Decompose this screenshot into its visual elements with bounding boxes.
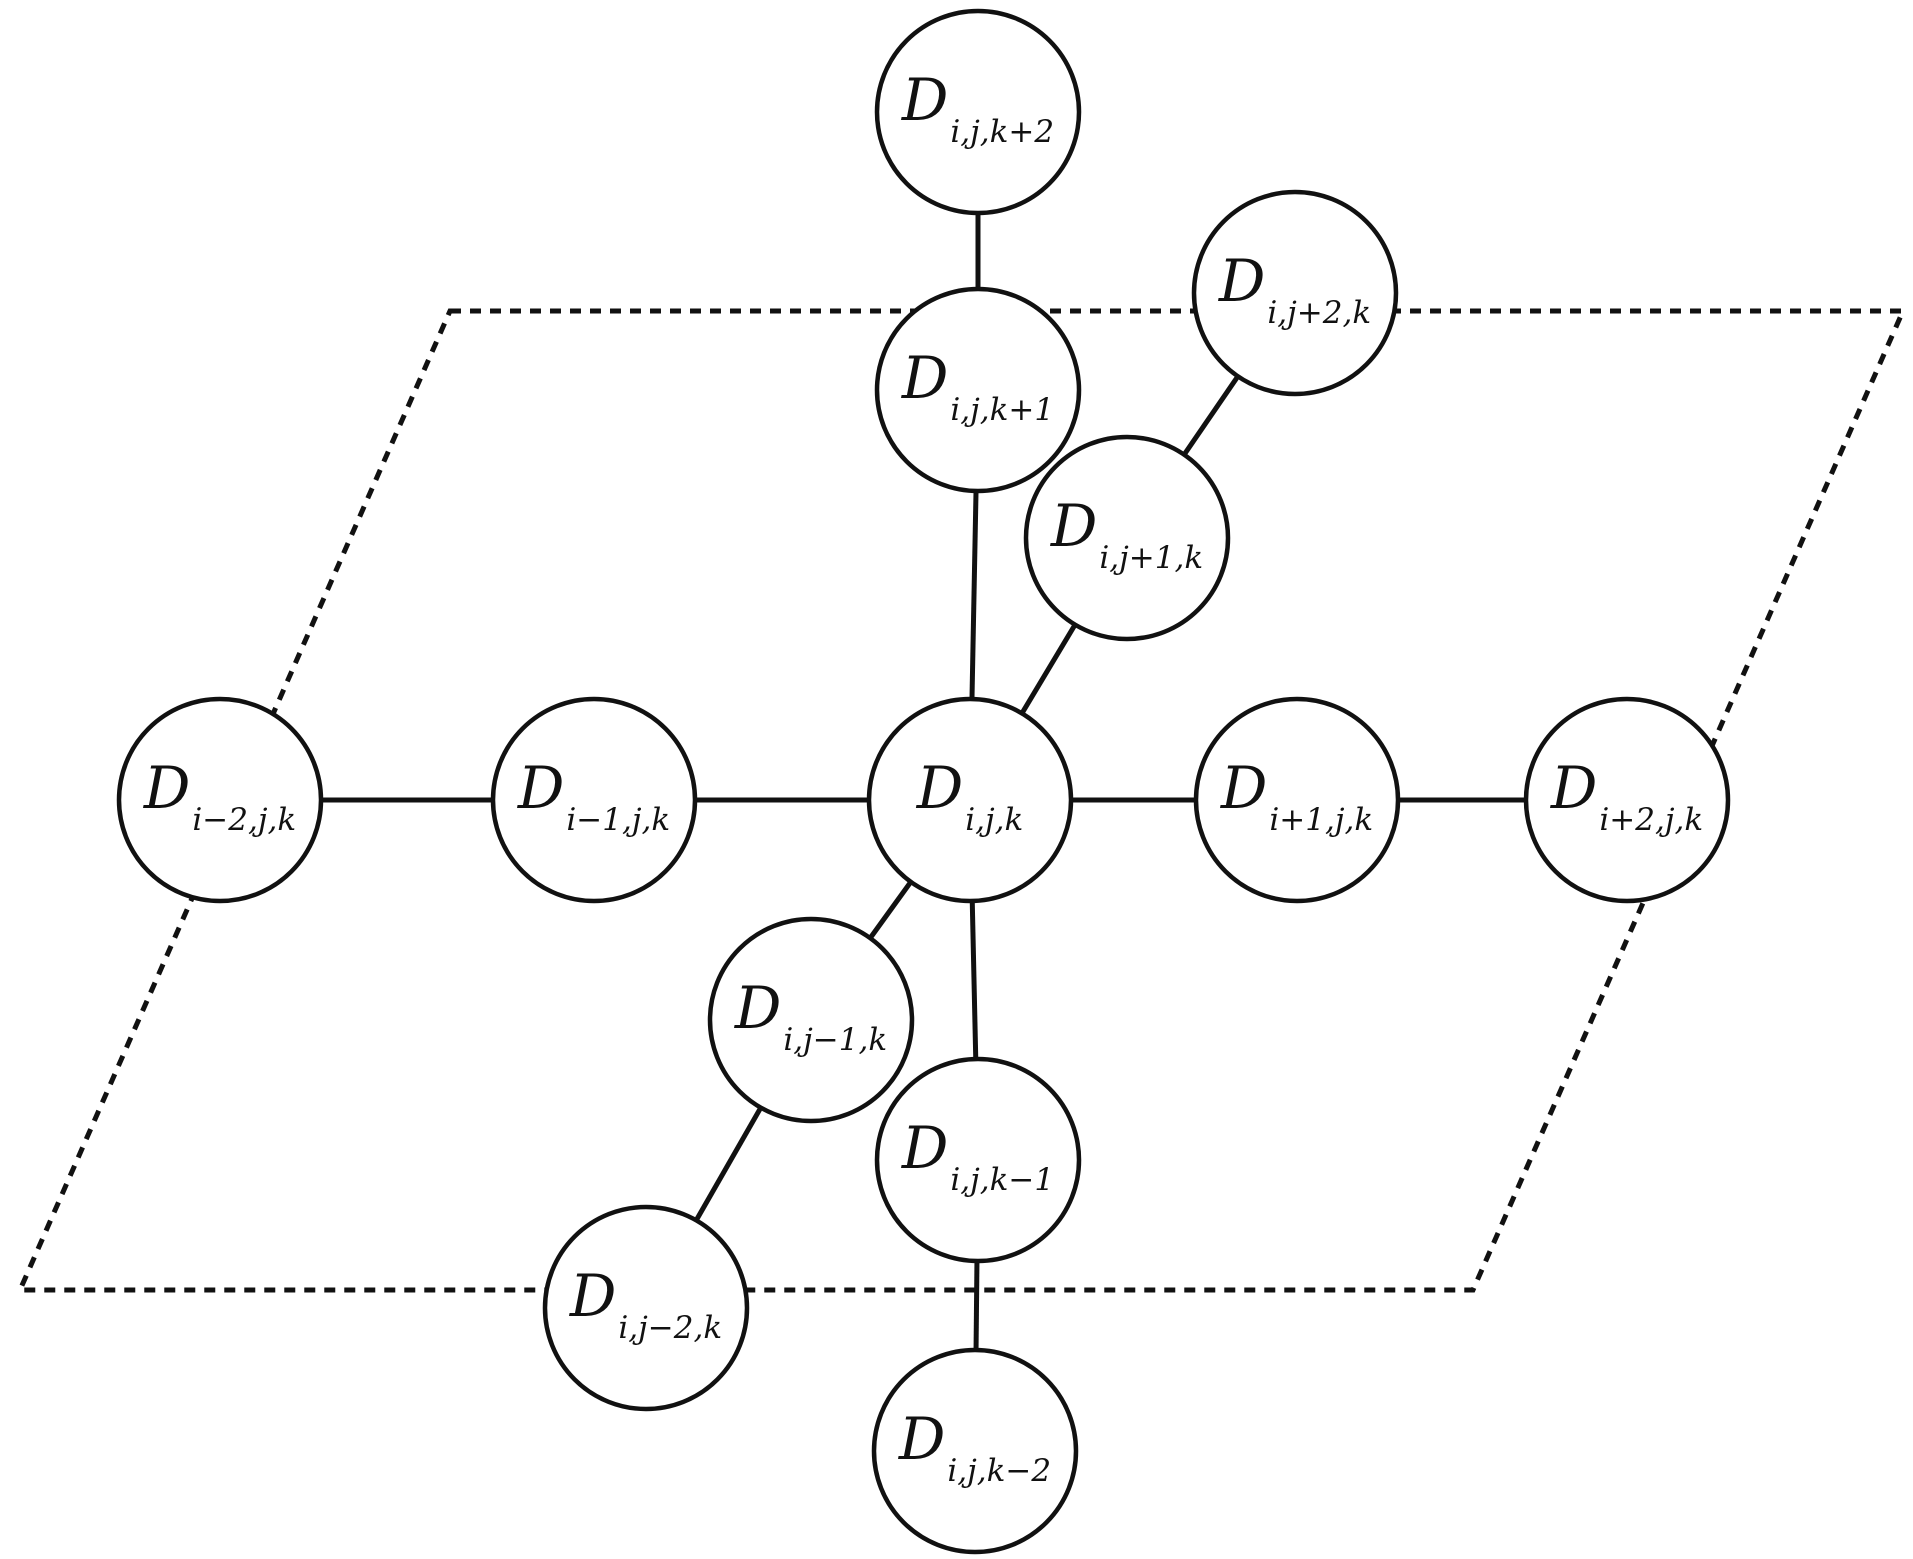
node-label-subscript: i,j−2,k [618, 1310, 722, 1346]
node-label: Di,j−1,k [734, 974, 887, 1058]
node-label-symbol: D [1220, 754, 1268, 822]
node-label-subscript: i+2,j,k [1599, 802, 1703, 838]
node-label: Di,j,k−2 [898, 1405, 1051, 1489]
node-circle [866, 696, 1074, 904]
node-label: Di+2,j,k [1550, 754, 1703, 838]
node-n_c: Di,j,k [866, 696, 1074, 904]
node-label-symbol: D [143, 754, 191, 822]
node-circle [490, 696, 698, 904]
node-label-subscript: i+1,j,k [1269, 802, 1373, 838]
node-label-symbol: D [901, 1114, 949, 1182]
node-label: Di+1,j,k [1220, 754, 1373, 838]
node-label-subscript: i,j,k+1 [950, 392, 1054, 428]
node-label-subscript: i,j+1,k [1099, 540, 1203, 576]
node-n_km1: Di,j,k−1 [874, 1056, 1082, 1264]
node-circle [542, 1204, 750, 1412]
node-label: Di,j,k+2 [901, 66, 1054, 150]
node-label: Di,j,k+1 [901, 344, 1054, 428]
node-circle [874, 286, 1082, 494]
node-label: Di−2,j,k [143, 754, 296, 838]
node-label-symbol: D [898, 1405, 946, 1473]
node-label-symbol: D [901, 344, 949, 412]
node-n_im1: Di−1,j,k [490, 696, 698, 904]
node-label: Di,j,k [916, 754, 1024, 838]
node-label-symbol: D [916, 754, 964, 822]
node-n_j1: Di,j+1,k [1023, 434, 1231, 642]
node-label-symbol: D [1218, 247, 1266, 315]
node-label-subscript: i−2,j,k [192, 802, 296, 838]
node-label-symbol: D [1050, 492, 1098, 560]
node-label-symbol: D [901, 66, 949, 134]
node-label: Di,j,k−1 [901, 1114, 1054, 1198]
node-label-symbol: D [517, 754, 565, 822]
dashed-plane [16, 308, 1907, 1293]
node-label-subscript: i,j,k−1 [950, 1162, 1054, 1198]
node-label-symbol: D [1550, 754, 1598, 822]
node-label-subscript: i,j,k−2 [947, 1453, 1051, 1489]
node-label-symbol: D [734, 974, 782, 1042]
node-circle [707, 916, 915, 1124]
node-n_j2: Di,j+2,k [1191, 189, 1399, 397]
node-circle [871, 1347, 1079, 1555]
node-label-subscript: i,j+2,k [1267, 295, 1371, 331]
node-circle [874, 1056, 1082, 1264]
nodes-layer: Di,j,k+2Di,j,k+1Di,j+2,kDi,j+1,kDi−2,j,k… [116, 8, 1731, 1555]
node-label: Di,j+2,k [1218, 247, 1371, 331]
node-label-subscript: i,j,k [965, 802, 1023, 838]
node-n_k2: Di,j,k+2 [874, 8, 1082, 216]
node-circle [1193, 696, 1401, 904]
node-n_km2: Di,j,k−2 [871, 1347, 1079, 1555]
node-n_jm2: Di,j−2,k [542, 1204, 750, 1412]
node-n_jm1: Di,j−1,k [707, 916, 915, 1124]
node-n_ip1: Di+1,j,k [1193, 696, 1401, 904]
node-label: Di,j+1,k [1050, 492, 1203, 576]
node-circle [1523, 696, 1731, 904]
node-label-symbol: D [569, 1262, 617, 1330]
node-n_k1: Di,j,k+1 [874, 286, 1082, 494]
node-circle [1023, 434, 1231, 642]
node-label: Di−1,j,k [517, 754, 670, 838]
node-label-subscript: i,j,k+2 [950, 114, 1054, 150]
node-n_im2: Di−2,j,k [116, 696, 324, 904]
node-circle [1191, 189, 1399, 397]
node-label: Di,j−2,k [569, 1262, 722, 1346]
node-circle [874, 8, 1082, 216]
node-label-subscript: i,j−1,k [783, 1022, 887, 1058]
node-n_ip2: Di+2,j,k [1523, 696, 1731, 904]
node-circle [116, 696, 324, 904]
node-label-subscript: i−1,j,k [566, 802, 670, 838]
